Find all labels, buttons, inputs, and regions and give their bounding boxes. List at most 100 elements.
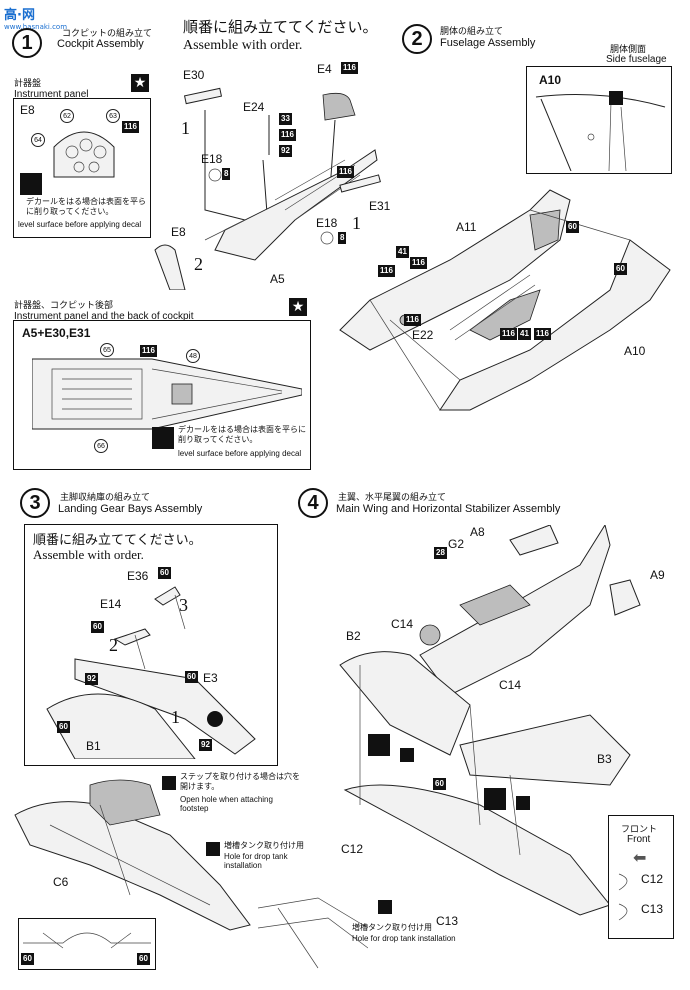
side-fuselage-jp: 胴体側面	[610, 45, 647, 55]
step-3-title-jp: 主脚収納庫の組み立て	[60, 493, 151, 503]
color-60-callout: 60	[137, 953, 150, 965]
part-g2-label: G2	[448, 537, 465, 551]
arrow-left-icon: ⬅	[633, 848, 647, 867]
step-2-title-en: Fuselage Assembly	[440, 37, 536, 49]
color-60-callout: 60	[614, 263, 627, 275]
order-number-1: 1	[171, 707, 180, 727]
decal-icon	[20, 173, 42, 195]
color-116-callout: 116	[378, 265, 395, 277]
step-2-number: 2	[402, 24, 432, 54]
color-60-callout: 60	[433, 778, 446, 790]
part-b1-label: B1	[86, 739, 101, 753]
watermark-url: www.hasnaki.com	[4, 23, 68, 31]
watermark-site: 高·网	[4, 8, 35, 23]
step-3-order-en: Assemble with order.	[33, 547, 144, 562]
wing-bay-detail-box: 60 60	[18, 918, 156, 970]
color-116-callout: 116	[341, 62, 358, 74]
landing-gear-bays-drawing	[46, 586, 256, 759]
front-legend-box: フロント Front ⬅ C12 C13	[608, 815, 674, 939]
wing-bay-detail-drawing	[23, 932, 151, 949]
part-c14-label: C14	[391, 617, 414, 631]
part-e22-label: E22	[412, 328, 434, 342]
color-60-callout: 60	[57, 721, 70, 733]
footstep-note-jp: ステップを取り付ける場合は穴を開けます。	[180, 772, 300, 791]
callout-65: 65	[100, 343, 114, 357]
panel-back-drawing	[32, 358, 302, 430]
color-8-callout: 8	[338, 232, 347, 244]
part-a11-label: A11	[456, 220, 477, 234]
part-c12-label: C12	[341, 842, 364, 856]
step-3-number: 3	[20, 488, 50, 518]
drill-icon	[400, 748, 414, 762]
color-60-callout: 60	[185, 671, 198, 683]
color-41-callout: 41	[396, 246, 409, 258]
legend-c13-label: C13	[641, 902, 664, 916]
step-4-title-en: Main Wing and Horizontal Stabilizer Asse…	[336, 503, 561, 515]
part-a5-label: A5	[270, 272, 285, 286]
step-2-title-jp: 胴体の組み立て	[440, 27, 504, 37]
part-e4-label: E4	[317, 62, 332, 76]
order-number-3: 3	[179, 595, 188, 615]
panel-back-title-en: Instrument panel and the back of cockpit	[14, 311, 194, 322]
part-e18-label: E18	[201, 152, 223, 166]
color-60-callout: 60	[21, 953, 34, 965]
front-label-en: Front	[627, 834, 651, 845]
side-fuselage-drawing	[535, 91, 666, 171]
step-1-order-jp: 順番に組み立ててください。	[183, 18, 378, 36]
drill-icon	[378, 900, 392, 914]
part-c6-label: C6	[53, 875, 69, 889]
wing-assembly-drawing	[339, 525, 641, 916]
callout-63: 63	[106, 109, 120, 123]
step-1-order-en: Assemble with order.	[183, 38, 303, 53]
decal-icon	[368, 734, 390, 756]
color-60-callout: 60	[91, 621, 104, 633]
panel-back-note-en: level surface before applying decal	[178, 449, 302, 458]
watermark-logo: 高·网 www.hasnaki.com	[4, 4, 67, 31]
part-a10-label: A10	[624, 344, 646, 358]
part-a9-label: A9	[650, 568, 665, 582]
step-1-number: 1	[12, 28, 42, 58]
part-e31-label: E31	[369, 199, 391, 213]
instrument-panel-title-en: Instrument panel	[14, 89, 89, 100]
drill-icon	[162, 776, 176, 790]
callout-64: 64	[31, 133, 45, 147]
part-e30-label: E30	[183, 68, 205, 82]
droptank-note-en: Hole for drop tank installation	[352, 934, 456, 943]
star-icon: ★	[289, 298, 307, 316]
part-e3-label: E3	[203, 671, 218, 685]
color-116-callout: 116	[404, 314, 421, 326]
legend-c12-label: C12	[641, 872, 664, 886]
side-fuselage-box: A10	[526, 66, 672, 174]
footstep-note-en: Open hole when attaching footstep	[180, 795, 273, 813]
color-116-callout: 116	[410, 257, 427, 269]
droptank-note-jp: 増槽タンク取り付け用	[352, 923, 432, 932]
order-number-2: 2	[109, 635, 118, 655]
color-92-callout: 92	[85, 673, 98, 685]
part-e36-label: E36	[127, 569, 149, 583]
part-e14-label: E14	[100, 597, 122, 611]
step-4-title-jp: 主翼、水平尾翼の組み立て	[338, 493, 447, 503]
color-60-callout: 60	[566, 221, 579, 233]
part-c13-label: C13	[436, 914, 459, 928]
panel-back-box: A5+E30,E31 65 116 48 66 デカールをはる場合は表面を平らに…	[13, 320, 311, 470]
color-116-callout: 116	[140, 345, 157, 357]
front-label-jp: フロント	[621, 825, 658, 835]
step-3-title-en: Landing Gear Bays Assembly	[58, 503, 203, 515]
panel-back-title-jp: 計器盤、コクピット後部	[14, 301, 114, 311]
panel-back-note-jp: デカールをはる場合は表面を平らに削り取ってください。	[178, 425, 306, 444]
panel-back-part: A5+E30,E31	[22, 326, 91, 340]
color-33-callout: 33	[279, 113, 292, 125]
star-icon: ★	[131, 74, 149, 92]
color-92-callout: 92	[279, 145, 292, 157]
part-b2-label: B2	[346, 629, 361, 643]
color-116-callout: 116	[534, 328, 551, 340]
color-116-callout: 116	[500, 328, 517, 340]
color-60-callout: 60	[158, 567, 171, 579]
part-a10-label: A10	[539, 73, 562, 87]
color-116-callout: 116	[279, 129, 296, 141]
instrument-panel-box: E8 62 63 64 116 デカールをはる場合は表面を平らに削り取ってくださ…	[13, 98, 151, 238]
step-3-order-jp: 順番に組み立ててください。	[33, 533, 202, 548]
part-e18-label: E18	[316, 216, 338, 230]
step-1-title-jp: コクピットの組み立て	[62, 29, 153, 39]
instrument-panel-note-jp: デカールをはる場合は表面を平らに削り取ってください。	[26, 197, 146, 216]
